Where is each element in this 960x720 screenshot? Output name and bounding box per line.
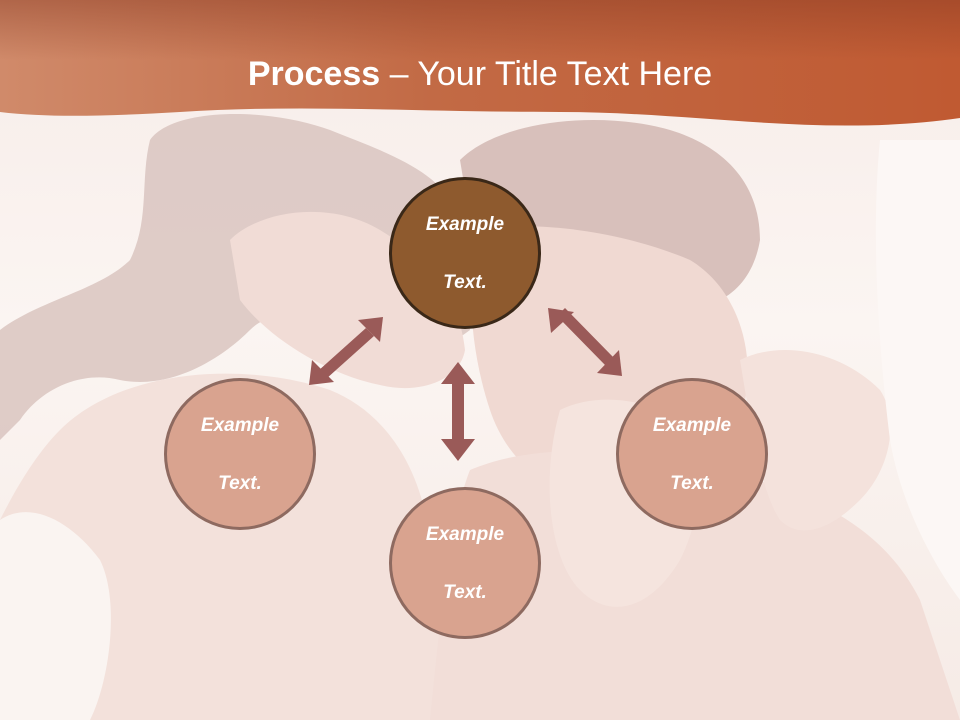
node-top-line2: Text.: [443, 271, 487, 293]
title-banner: [0, 0, 960, 126]
node-right-line1: Example: [652, 414, 732, 436]
node-right-line2: Text.: [670, 472, 714, 494]
title-rest: – Your Title Text Here: [380, 55, 713, 93]
node-left-line2: Text.: [218, 472, 262, 494]
node-top-line1: Example: [425, 213, 505, 235]
node-bottom-line1: Example: [425, 523, 505, 545]
arrow-top-right: [548, 308, 622, 376]
node-bottom-line2: Text.: [443, 581, 487, 603]
arrow-top-left: [309, 317, 383, 385]
node-left-line1: Example: [200, 414, 280, 436]
slide-title: Process – Your Title Text Here: [0, 52, 960, 96]
arrow-vertical: [441, 362, 475, 461]
title-bold: Process: [247, 55, 381, 93]
